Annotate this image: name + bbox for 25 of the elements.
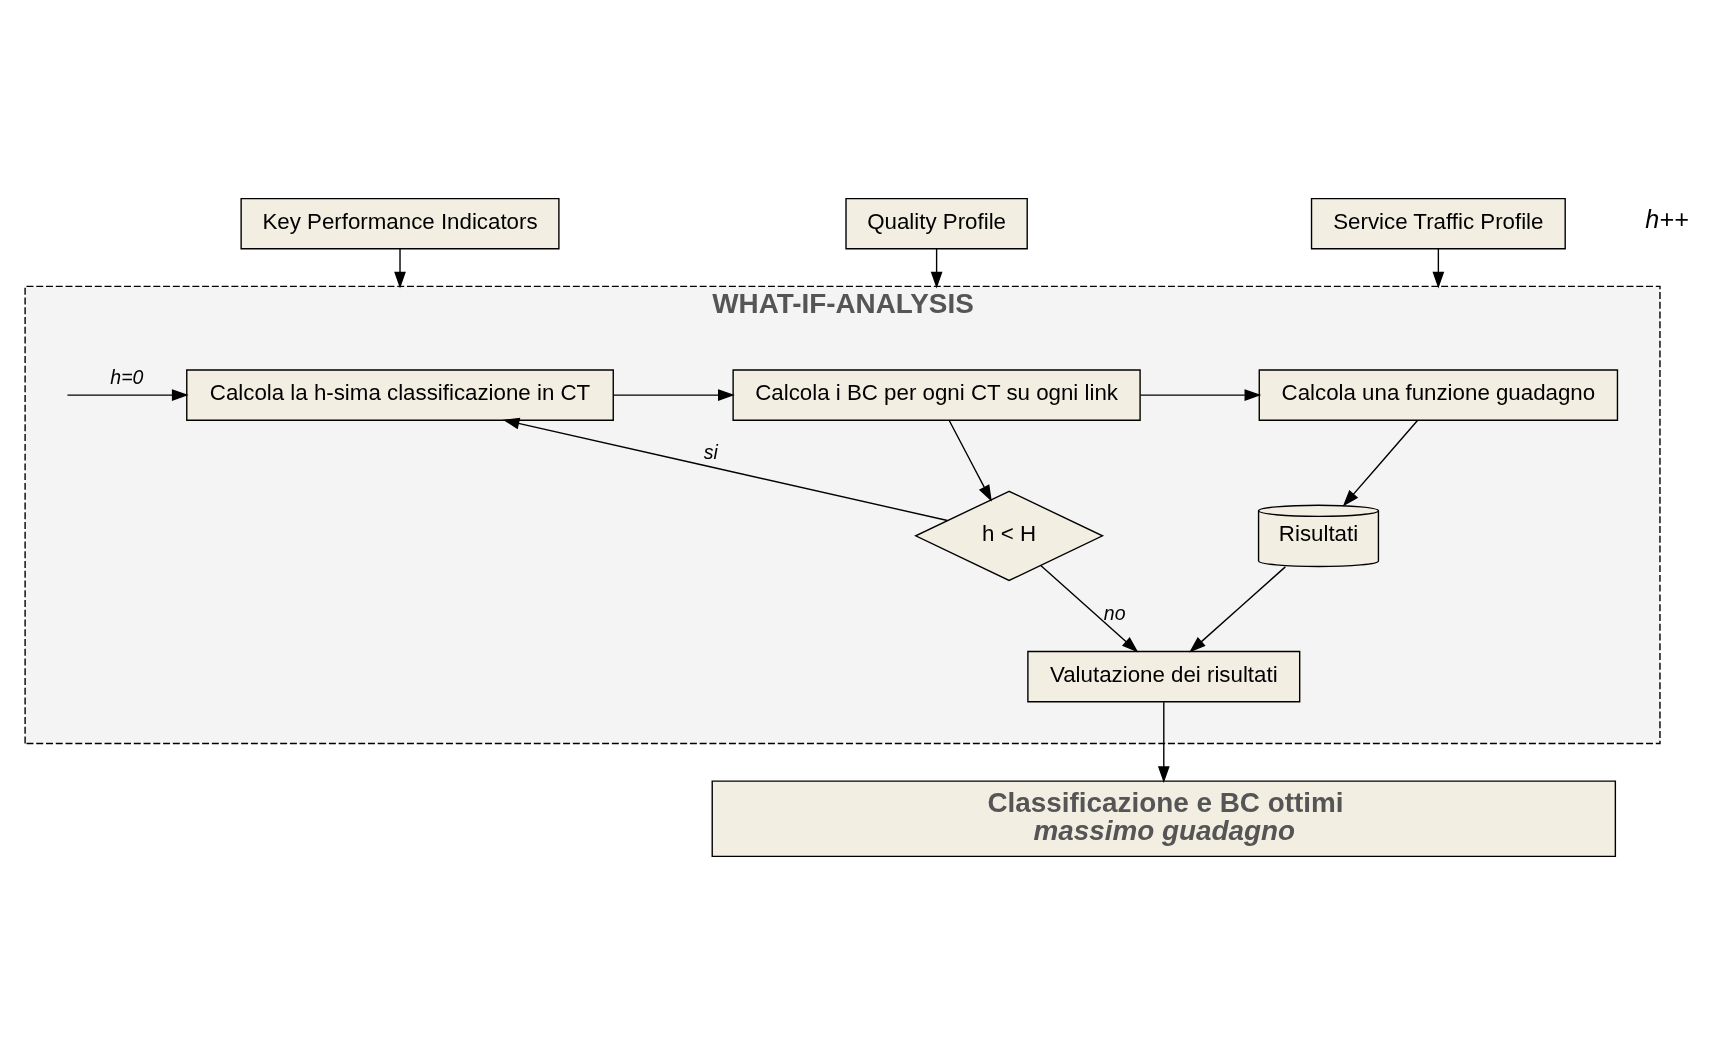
arrow bbox=[1432, 248, 1445, 289]
node-box: Classificazione e BC ottimi massimo guadagno bbox=[711, 780, 1617, 858]
node-box: Calcola i BC per ogni CT su ogni link bbox=[732, 369, 1141, 421]
edge-label: h=0 bbox=[110, 366, 144, 389]
node-box: Quality Profile bbox=[845, 197, 1028, 250]
arrow bbox=[1189, 566, 1286, 653]
node-box: Calcola una funzione guadagno bbox=[1258, 369, 1619, 421]
arrow bbox=[930, 248, 943, 289]
node-diamond: h < H bbox=[914, 490, 1105, 582]
arrow bbox=[1139, 389, 1262, 401]
arrow bbox=[66, 389, 189, 401]
node-box: Valutazione dei risultati bbox=[1027, 650, 1301, 703]
arrow bbox=[612, 389, 735, 401]
node-box: Calcola la h-sima classificazione in CT bbox=[186, 369, 614, 421]
label: h++ bbox=[1645, 205, 1689, 234]
edge-label: no bbox=[1103, 601, 1126, 624]
node-box: Key Performance Indicators bbox=[240, 197, 560, 250]
arrow bbox=[1342, 419, 1419, 507]
arrow bbox=[948, 419, 992, 502]
node-box: Service Traffic Profile bbox=[1310, 197, 1566, 250]
arrow bbox=[1040, 564, 1139, 653]
arrow bbox=[394, 248, 406, 289]
arrow bbox=[1157, 701, 1170, 783]
edge-label: si bbox=[703, 441, 718, 464]
arrow bbox=[502, 417, 949, 522]
